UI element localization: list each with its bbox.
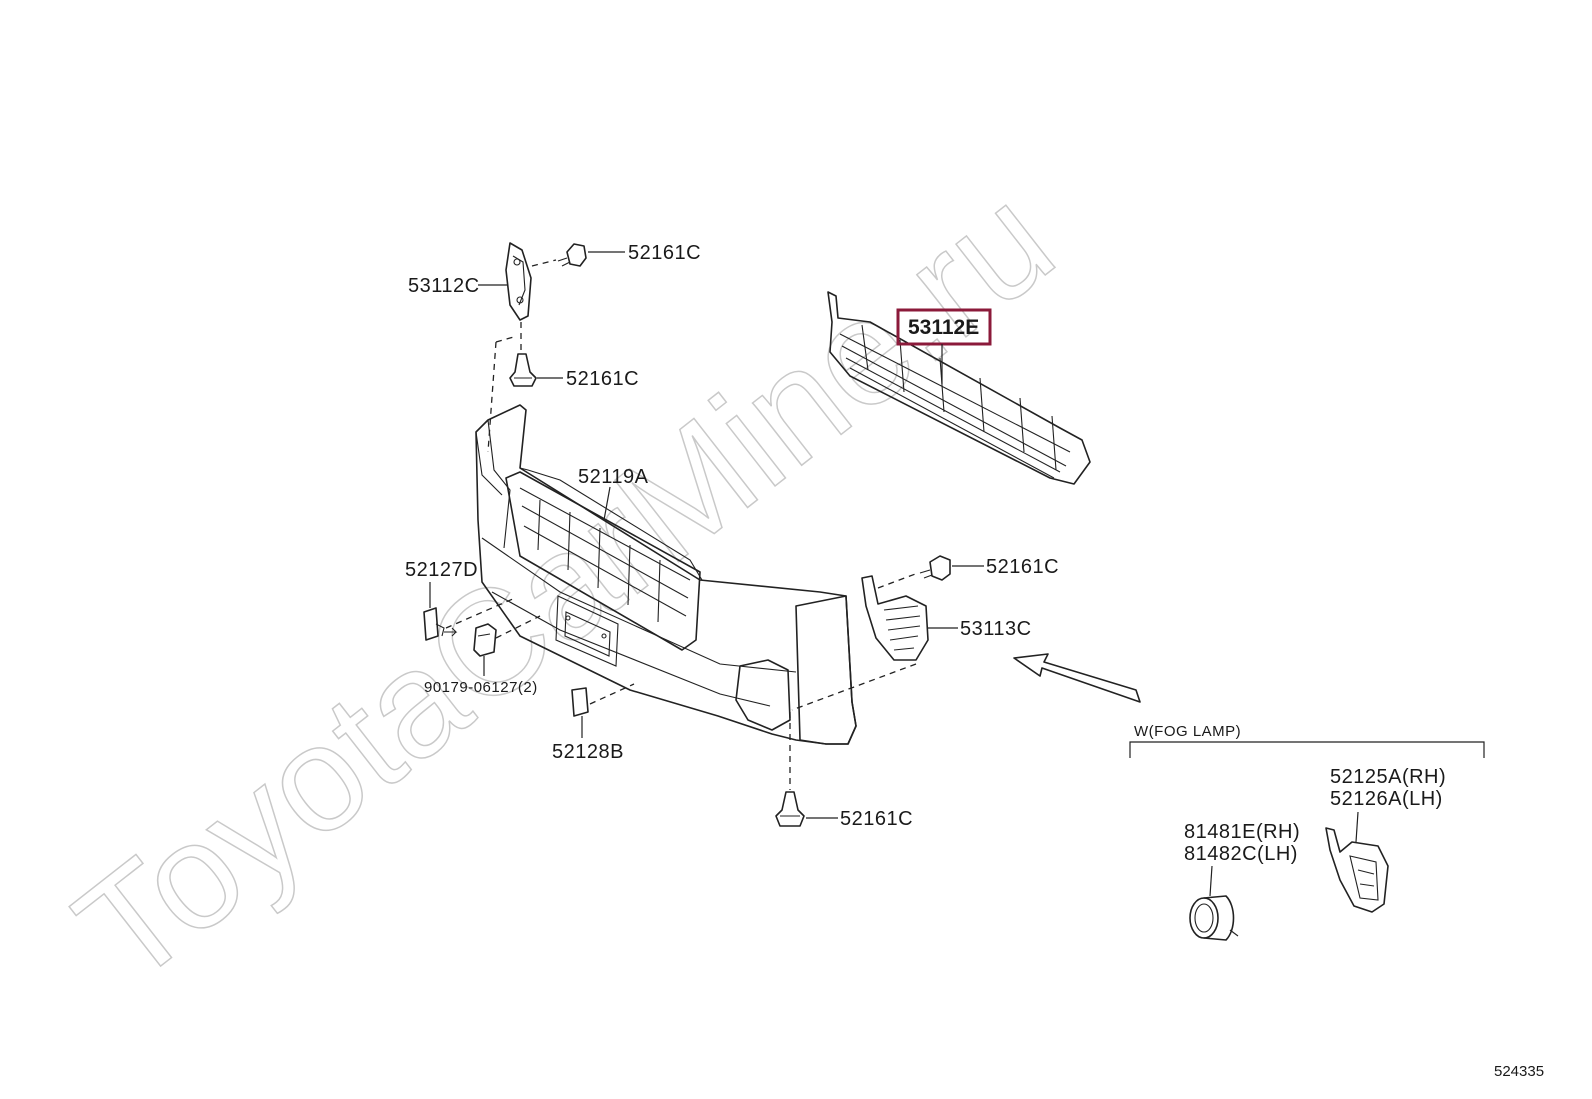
label-52127D[interactable]: 52127D (405, 559, 478, 581)
label-81481E[interactable]: 81481E(RH) (1184, 821, 1300, 843)
clip-52161C-right[interactable] (919, 555, 951, 581)
label-81482C[interactable]: 81482C(LH) (1184, 843, 1298, 865)
label-90179-06127[interactable]: 90179-06127(2) (424, 679, 538, 696)
fog-bezel-52125A[interactable] (1325, 827, 1389, 913)
clip-52161C-top[interactable] (557, 243, 587, 267)
label-53113C[interactable]: 53113C (960, 618, 1032, 640)
label-52119A[interactable]: 52119A (578, 466, 649, 488)
bracket-52128B[interactable] (571, 687, 589, 717)
view-arrow-icon (1013, 653, 1141, 703)
watermark-text: ToyotaCarMine.ru (46, 154, 1082, 1015)
fog-lamp-81481E[interactable] (1189, 895, 1239, 941)
label-52125A[interactable]: 52125A(RH) (1330, 766, 1446, 788)
label-53112E[interactable]: 53112E (908, 316, 979, 339)
label-52161C-bottom[interactable]: 52161C (840, 808, 913, 830)
clip-52161C-bottom[interactable] (775, 791, 805, 827)
grille-53112E[interactable] (827, 291, 1091, 485)
diagram-code: 524335 (1494, 1063, 1544, 1080)
label-52161C-upper[interactable]: 52161C (566, 368, 639, 390)
label-53112C[interactable]: 53112C (408, 275, 480, 297)
cover-53113C[interactable] (861, 575, 929, 661)
bracket-52127D[interactable] (423, 607, 445, 641)
clip-52161C-upper[interactable] (509, 353, 537, 387)
label-52161C-right[interactable]: 52161C (986, 556, 1059, 578)
label-fog-lamp-group: W(FOG LAMP) (1134, 723, 1241, 740)
fog-lamp-group-bracket (1129, 741, 1485, 758)
label-52126A[interactable]: 52126A(LH) (1330, 788, 1443, 810)
highlight-box-53112E (896, 308, 992, 346)
label-52161C-top[interactable]: 52161C (628, 242, 701, 264)
label-52128B[interactable]: 52128B (552, 741, 624, 763)
bumper-cover[interactable] (475, 404, 857, 745)
bracket-53112C[interactable] (505, 242, 532, 321)
clip-90179-06127[interactable] (473, 623, 497, 657)
